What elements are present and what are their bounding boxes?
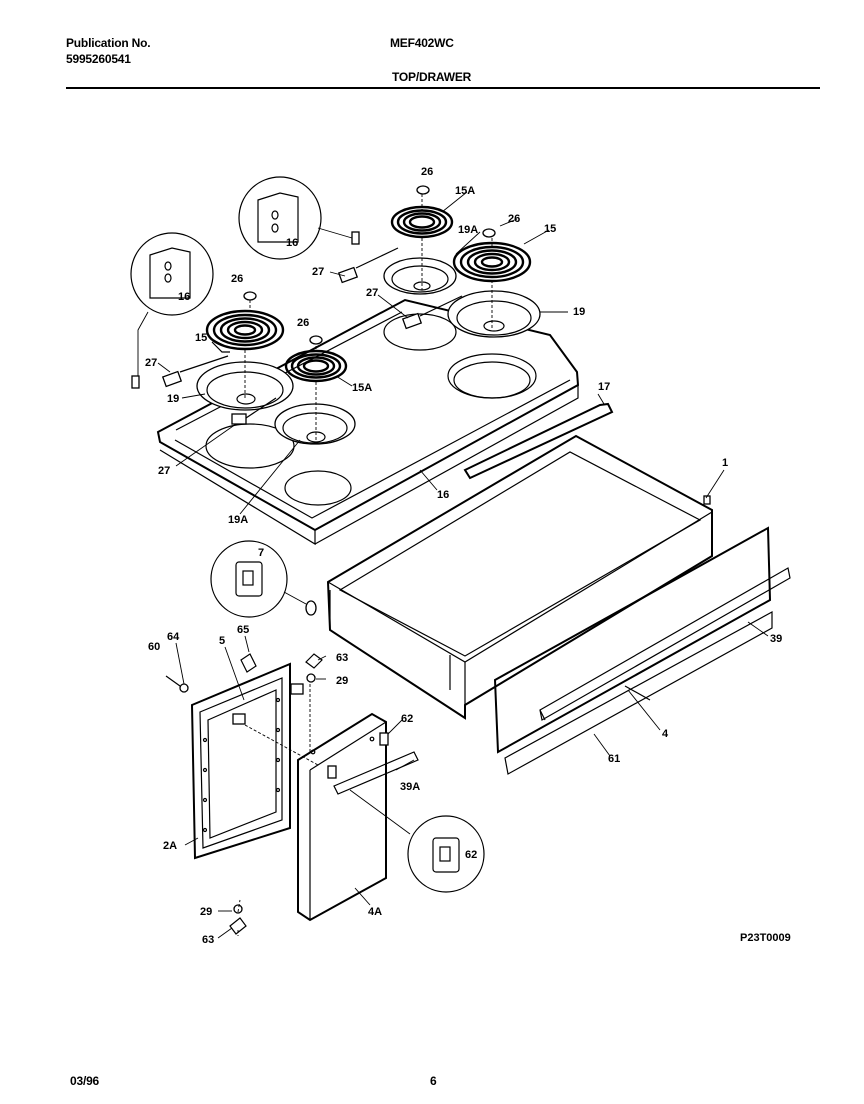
callout: 19A bbox=[458, 224, 478, 236]
callout: 16 bbox=[178, 291, 190, 303]
callout: 27 bbox=[158, 465, 170, 477]
inset-terminal-block-left bbox=[130, 232, 214, 389]
callout: 29 bbox=[200, 906, 212, 918]
header-rule bbox=[66, 87, 820, 89]
callout: 26 bbox=[231, 273, 243, 285]
callout: 16 bbox=[286, 237, 298, 249]
hardware-clips bbox=[229, 653, 323, 935]
callout: 15A bbox=[352, 382, 372, 394]
leader-lines bbox=[157, 191, 769, 939]
model-number: MEF402WC bbox=[390, 36, 454, 50]
callout: 15 bbox=[195, 332, 207, 344]
drawer bbox=[326, 434, 713, 720]
callout: 5 bbox=[219, 635, 225, 647]
callout: 26 bbox=[297, 317, 309, 329]
callout: 1 bbox=[722, 457, 728, 469]
callout: 39A bbox=[400, 781, 420, 793]
drawer-front bbox=[493, 526, 791, 775]
callout: 65 bbox=[237, 624, 249, 636]
callout: 27 bbox=[312, 266, 324, 278]
callout: 62 bbox=[401, 713, 413, 725]
diagram-code: P23T0009 bbox=[740, 932, 791, 944]
callout: 60 bbox=[148, 641, 160, 653]
callout: 15 bbox=[544, 223, 556, 235]
callout: 26 bbox=[508, 213, 520, 225]
assembly-lines bbox=[237, 194, 493, 936]
footer-page: 6 bbox=[430, 1074, 437, 1088]
callout: 4A bbox=[368, 906, 382, 918]
inset-bracket-7 bbox=[210, 540, 317, 618]
callout: 19 bbox=[167, 393, 179, 405]
section-title: TOP/DRAWER bbox=[392, 70, 472, 84]
left-rear-element bbox=[161, 291, 294, 411]
callout: 4 bbox=[662, 728, 669, 740]
callout: 63 bbox=[202, 934, 214, 946]
callout: 16 bbox=[437, 489, 449, 501]
callout: 64 bbox=[167, 631, 180, 643]
callout: 2A bbox=[163, 840, 177, 852]
publication-number: 5995260541 bbox=[66, 52, 131, 66]
cooktop-panel bbox=[156, 298, 580, 546]
callout: 27 bbox=[366, 287, 378, 299]
callout: 29 bbox=[336, 675, 348, 687]
callout: 19 bbox=[573, 306, 585, 318]
inset-clip-62 bbox=[349, 789, 485, 893]
door-frame bbox=[165, 653, 304, 860]
callout: 15A bbox=[455, 185, 475, 197]
trim-strip bbox=[463, 402, 614, 480]
left-front-element bbox=[231, 335, 356, 445]
footer-date: 03/96 bbox=[70, 1074, 100, 1088]
callout: 19A bbox=[228, 514, 248, 526]
door-panel bbox=[297, 712, 419, 922]
publication-label: Publication No. bbox=[66, 36, 151, 50]
callout: 61 bbox=[608, 753, 620, 765]
callout: 62 bbox=[465, 849, 477, 861]
callout: 27 bbox=[145, 357, 157, 369]
callout: 7 bbox=[258, 547, 264, 559]
right-rear-element bbox=[337, 185, 457, 295]
inset-terminal-block-top bbox=[238, 176, 360, 260]
callout: 26 bbox=[421, 166, 433, 178]
frame-holes bbox=[202, 697, 281, 833]
callout-labels: 26 15A 26 19A 15 19 27 27 16 16 26 26 15… bbox=[145, 166, 782, 946]
callout: 17 bbox=[598, 381, 610, 393]
callout: 63 bbox=[336, 652, 348, 664]
callout: 39 bbox=[770, 633, 782, 645]
